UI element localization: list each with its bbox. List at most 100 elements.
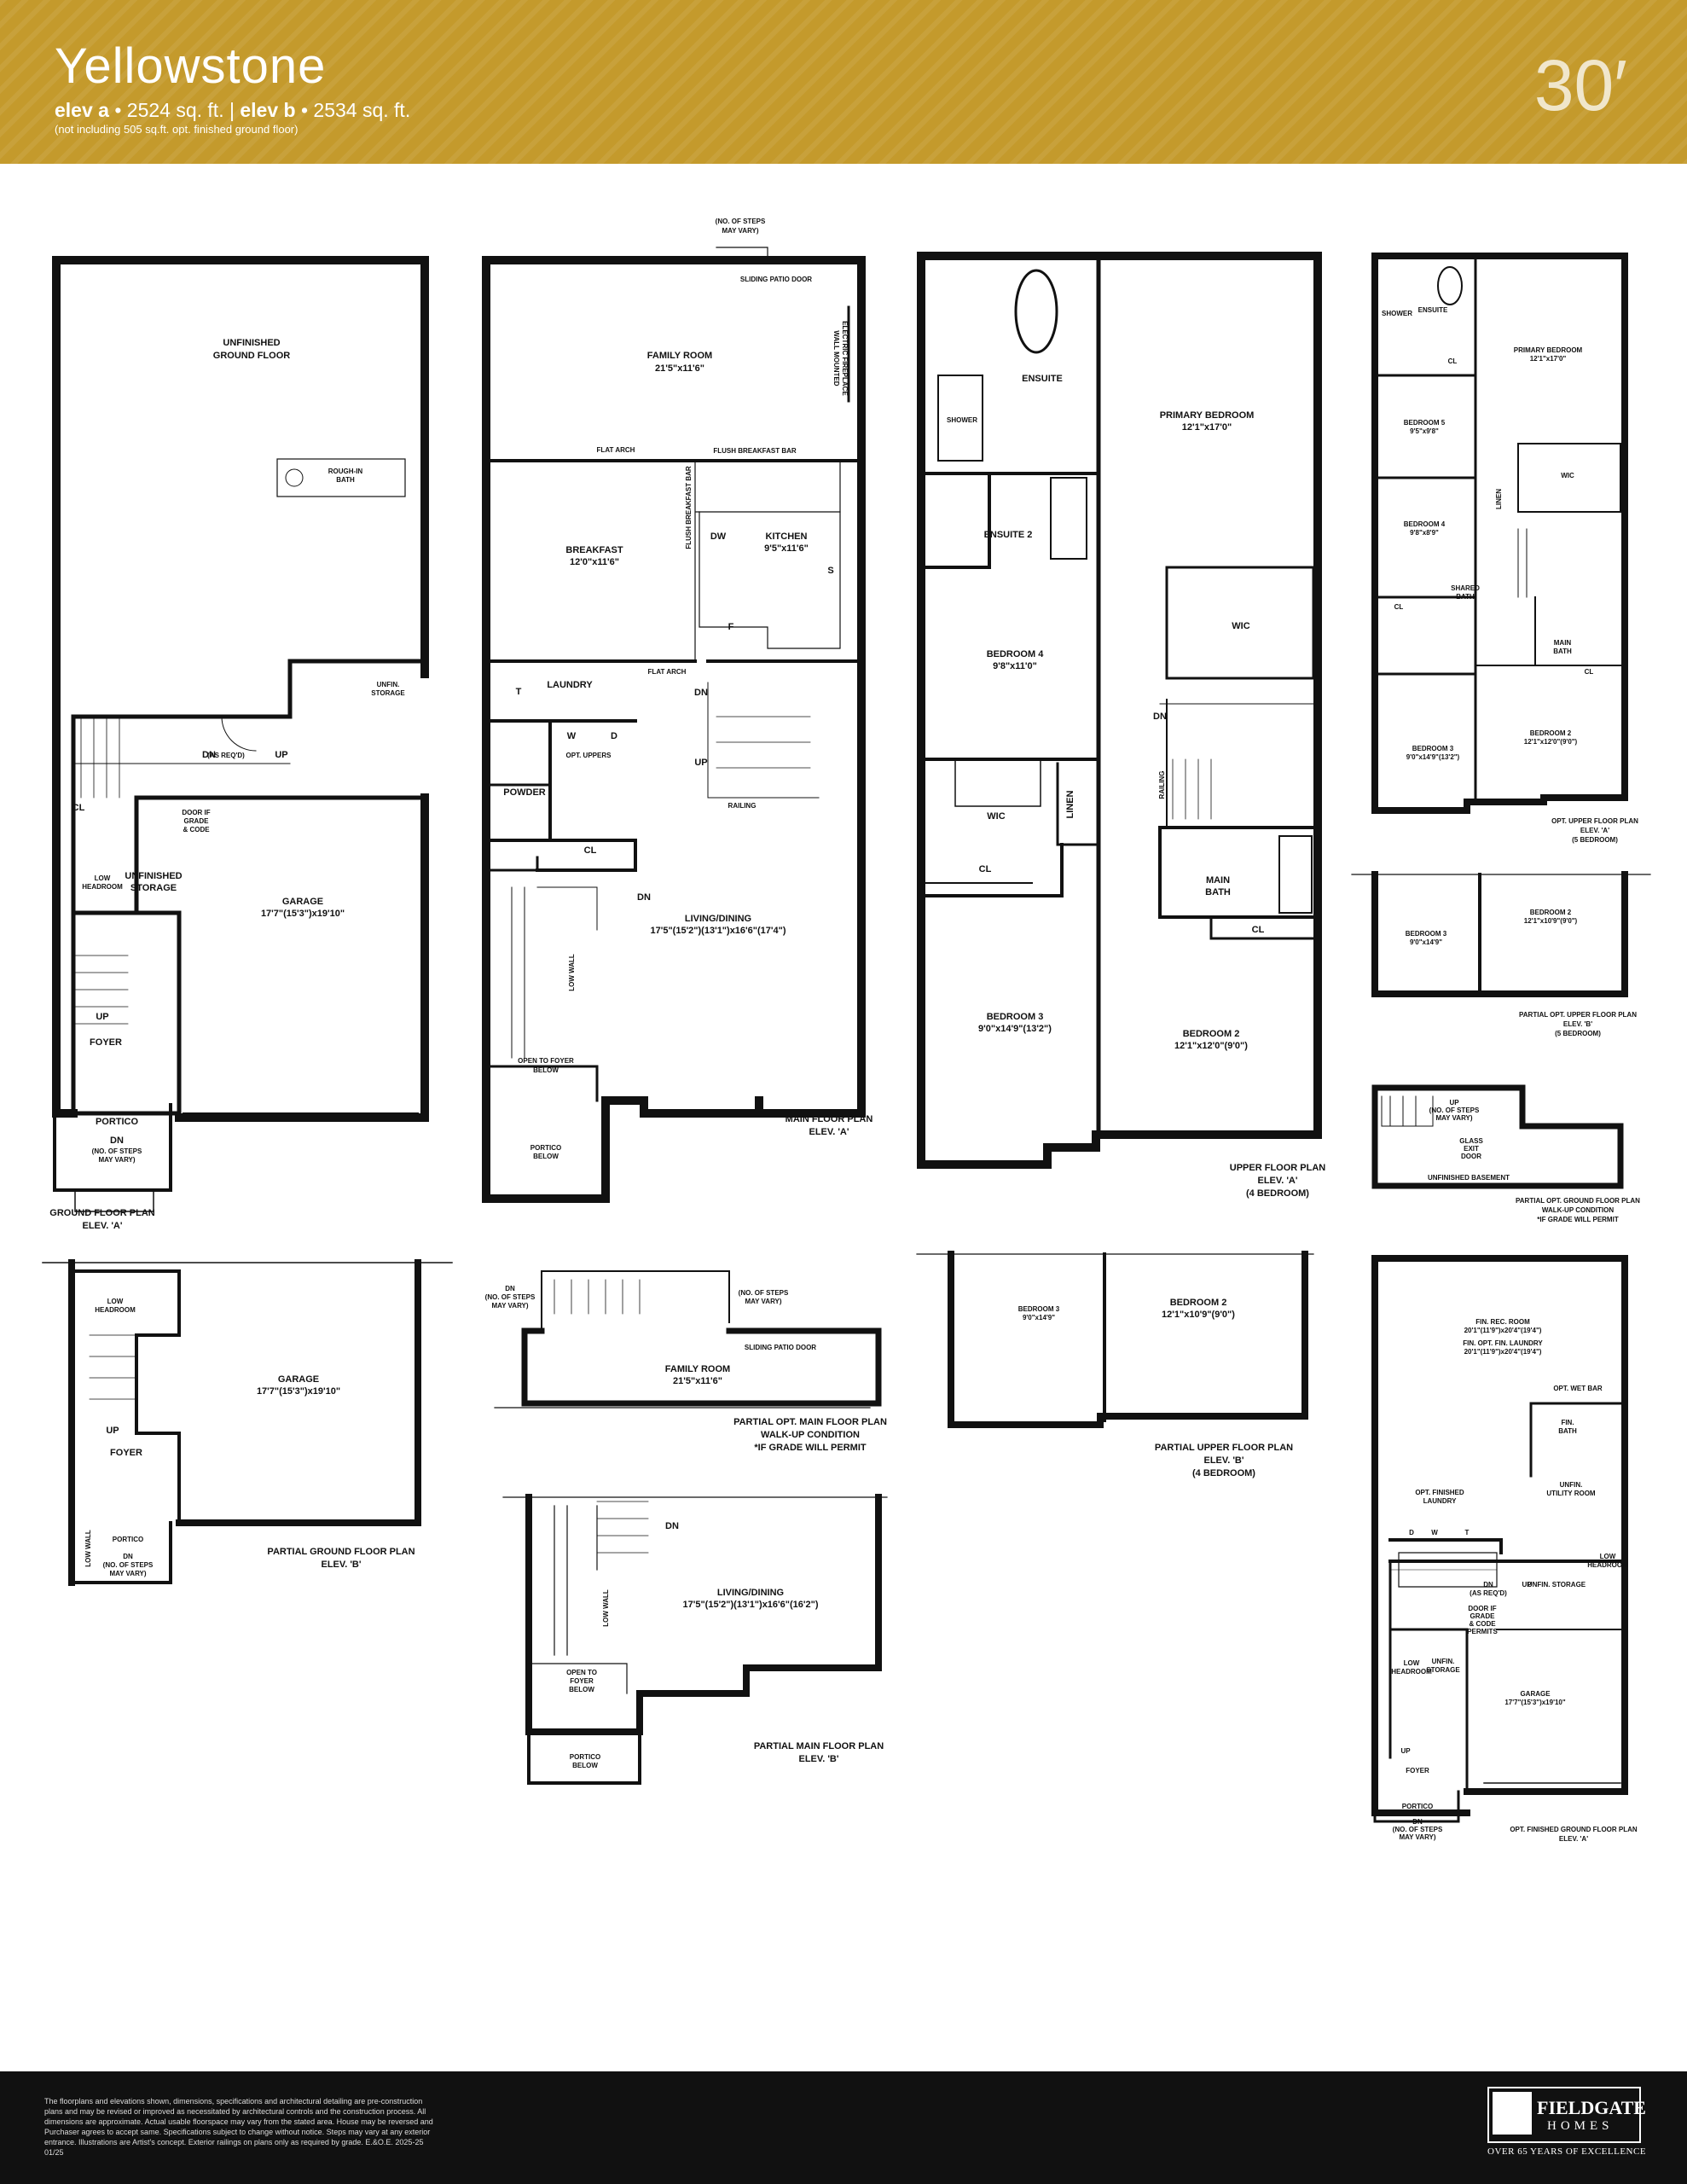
partial-ground-floor-plan-b bbox=[42, 1259, 453, 1586]
label-dn: DN bbox=[202, 750, 216, 760]
label-pom-dn: DN bbox=[505, 1285, 515, 1292]
label-cl-upper: CL bbox=[979, 864, 992, 874]
caption-ofg-2: ELEV. 'A' bbox=[1559, 1835, 1588, 1843]
label-5b-main-bath: MAIN bbox=[1554, 639, 1572, 647]
caption-pub-2: ELEV. 'B' bbox=[1203, 1455, 1244, 1466]
label-dn-upper: DN bbox=[1153, 712, 1167, 722]
label-ofg-dn2-2: (NO. OF STEPS bbox=[1393, 1826, 1443, 1833]
label-bedroom3-size: 9'0"x14'9"(13'2") bbox=[978, 1024, 1052, 1034]
caption-upper-a-3: (4 BEDROOM) bbox=[1246, 1188, 1309, 1199]
caption-ground-a-2: ELEV. 'A' bbox=[82, 1221, 122, 1231]
separator: | bbox=[229, 99, 235, 121]
label-door-grade: DOOR IF bbox=[182, 809, 210, 816]
label-ofg-utility: UNFIN. bbox=[1560, 1481, 1583, 1489]
label-open-foyer-2: BELOW bbox=[533, 1066, 559, 1074]
label-ofg-portico: PORTICO bbox=[1402, 1803, 1433, 1810]
label-pom-family: FAMILY ROOM bbox=[665, 1364, 730, 1374]
label-pub-bedroom3: BEDROOM 3 bbox=[1018, 1305, 1060, 1313]
caption-pom-3: *IF GRADE WILL PERMIT bbox=[754, 1443, 866, 1453]
label-dn2-main: DN bbox=[637, 892, 651, 903]
label-5b-bedroom3: BEDROOM 3 bbox=[1412, 745, 1454, 752]
label-pgb-garage: GARAGE bbox=[278, 1374, 319, 1385]
label-5b-primary: PRIMARY BEDROOM bbox=[1514, 346, 1583, 354]
label-breakfast-size: 12'0"x11'6" bbox=[570, 557, 619, 567]
label-pmb-living: LIVING/DINING bbox=[717, 1588, 784, 1598]
lot-width: 30′ bbox=[1533, 45, 1627, 125]
label-ensuite2: ENSUITE 2 bbox=[984, 530, 1033, 540]
label-fireplace-2: ELECTRIC FIREPLACE bbox=[841, 321, 849, 396]
label-shower: SHOWER bbox=[947, 416, 977, 424]
label-ofg-rec-laundry: FIN. OPT. FIN. LAUNDRY bbox=[1463, 1339, 1543, 1347]
label-unfin-storage: UNFINISHED bbox=[125, 871, 182, 881]
partial-opt-main-floor-plan-walkup bbox=[494, 1270, 882, 1409]
partial-upper-floor-plan-b-4-bedroom bbox=[916, 1251, 1314, 1428]
label-dn2-steps: (NO. OF STEPS bbox=[92, 1147, 142, 1155]
plan-labels: UNFINISHED GROUND FLOOR ROUGH-IN BATH UN… bbox=[49, 218, 1640, 1843]
label-garage: GARAGE bbox=[282, 897, 323, 907]
floor-plans: UNFINISHED GROUND FLOOR ROUGH-IN BATH UN… bbox=[42, 218, 1651, 1843]
label-unfin-storage-2: STORAGE bbox=[130, 883, 177, 893]
label-ofg-door-grade-4: PERMITS bbox=[1467, 1628, 1498, 1635]
label-laundry: LAUNDRY bbox=[547, 680, 593, 690]
label-ofg-dn2: DN bbox=[1412, 1818, 1423, 1826]
label-5b-main-bath-2: BATH bbox=[1553, 648, 1572, 655]
label-5b-wic: WIC bbox=[1561, 472, 1574, 479]
label-pgb-foyer: FOYER bbox=[110, 1448, 142, 1458]
label-ofg-low-headroom-2: HEADROOM bbox=[1587, 1561, 1628, 1569]
label-pmb-low-wall: LOW WALL bbox=[602, 1589, 610, 1627]
label-opt-uppers: OPT. UPPERS bbox=[566, 752, 612, 759]
caption-5b-3: (5 BEDROOM) bbox=[1572, 836, 1618, 844]
label-5b-shower: SHOWER bbox=[1382, 310, 1412, 317]
plan-title: Yellowstone bbox=[55, 38, 327, 94]
label-breakfast: BREAKFAST bbox=[565, 545, 623, 555]
label-ofg-low-headroom: LOW bbox=[1600, 1553, 1616, 1560]
label-up-main: UP bbox=[694, 758, 707, 768]
logo-name: FIELDGATE bbox=[1537, 2097, 1646, 2118]
label-pgb-dn-3: MAY VARY) bbox=[109, 1570, 146, 1577]
label-primary-size: 12'1"x17'0" bbox=[1182, 422, 1232, 433]
label-cl-main: CL bbox=[584, 845, 597, 856]
label-pb5-bedroom3: BEDROOM 3 bbox=[1406, 930, 1447, 938]
label-kitchen: KITCHEN bbox=[766, 531, 808, 542]
fieldgate-logo: FIELDGATE HOMES OVER 65 YEARS OF EXCELLE… bbox=[1487, 2087, 1646, 2162]
label-pb5-bedroom2: BEDROOM 2 bbox=[1530, 909, 1572, 916]
label-pog-up-3: MAY VARY) bbox=[1435, 1114, 1472, 1122]
label-open-foyer: OPEN TO FOYER bbox=[518, 1057, 574, 1065]
label-ofg-wet-bar: OPT. WET BAR bbox=[1553, 1385, 1603, 1392]
label-door-grade-2: GRADE bbox=[184, 817, 210, 825]
footer-bar bbox=[0, 2071, 1687, 2184]
label-w: W bbox=[567, 731, 577, 741]
label-pom-steps: (NO. OF STEPS bbox=[739, 1289, 789, 1297]
elev-a-label: elev a bbox=[55, 99, 109, 121]
label-5b-bedroom5-size: 9'5"x9'8" bbox=[1410, 427, 1439, 435]
label-pb5-bedroom3-size: 9'0"x14'9" bbox=[1410, 938, 1442, 946]
label-up2: UP bbox=[96, 1012, 108, 1022]
label-bedroom2: BEDROOM 2 bbox=[1183, 1029, 1240, 1039]
label-ofg-d: D bbox=[1409, 1529, 1414, 1536]
label-pub-bedroom2-size: 12'1"x10'9"(9'0") bbox=[1162, 1310, 1235, 1320]
label-ofg-unfin-storage: UNFIN. bbox=[1432, 1658, 1455, 1665]
label-pog-door: GLASS bbox=[1459, 1137, 1483, 1145]
caption-pmb-2: ELEV. 'B' bbox=[798, 1754, 838, 1764]
partial-opt-ground-floor-plan-walkup bbox=[1371, 1084, 1624, 1189]
label-pgb-garage-size: 17'7"(15'3")x19'10" bbox=[257, 1386, 340, 1397]
label-pmb-open: OPEN TO bbox=[566, 1669, 597, 1676]
label-primary: PRIMARY BEDROOM bbox=[1160, 410, 1255, 421]
label-portico-below-2: BELOW bbox=[533, 1153, 559, 1160]
label-ofg-garage-size: 17'7"(15'3")x19'10" bbox=[1504, 1699, 1566, 1706]
label-ofg-dn2-3: MAY VARY) bbox=[1399, 1833, 1435, 1841]
label-kitchen-size: 9'5"x11'6" bbox=[764, 543, 809, 554]
caption-pb5-2: ELEV. 'B' bbox=[1563, 1020, 1592, 1028]
caption-pb5: PARTIAL OPT. UPPER FLOOR PLAN bbox=[1519, 1011, 1637, 1019]
label-garage-size: 17'7"(15'3")x19'10" bbox=[261, 909, 345, 919]
label-flat-arch2: FLAT ARCH bbox=[648, 668, 687, 676]
label-flush-bar-v: FLUSH BREAKFAST BAR bbox=[685, 466, 693, 549]
label-5b-ensuite: ENSUITE bbox=[1418, 306, 1448, 314]
label-up: UP bbox=[275, 750, 287, 760]
label-pmb-portico-2: BELOW bbox=[572, 1762, 598, 1769]
label-ofg-fin-bath-2: BATH bbox=[1558, 1427, 1577, 1435]
label-pom-dn-3: MAY VARY) bbox=[491, 1302, 528, 1310]
label-pog-door-3: DOOR bbox=[1461, 1153, 1481, 1160]
label-pb5-bedroom2-size: 12'1"x10'9"(9'0") bbox=[1524, 917, 1578, 925]
label-ofg-unfin-storage-2: STORAGE bbox=[1426, 1666, 1460, 1674]
